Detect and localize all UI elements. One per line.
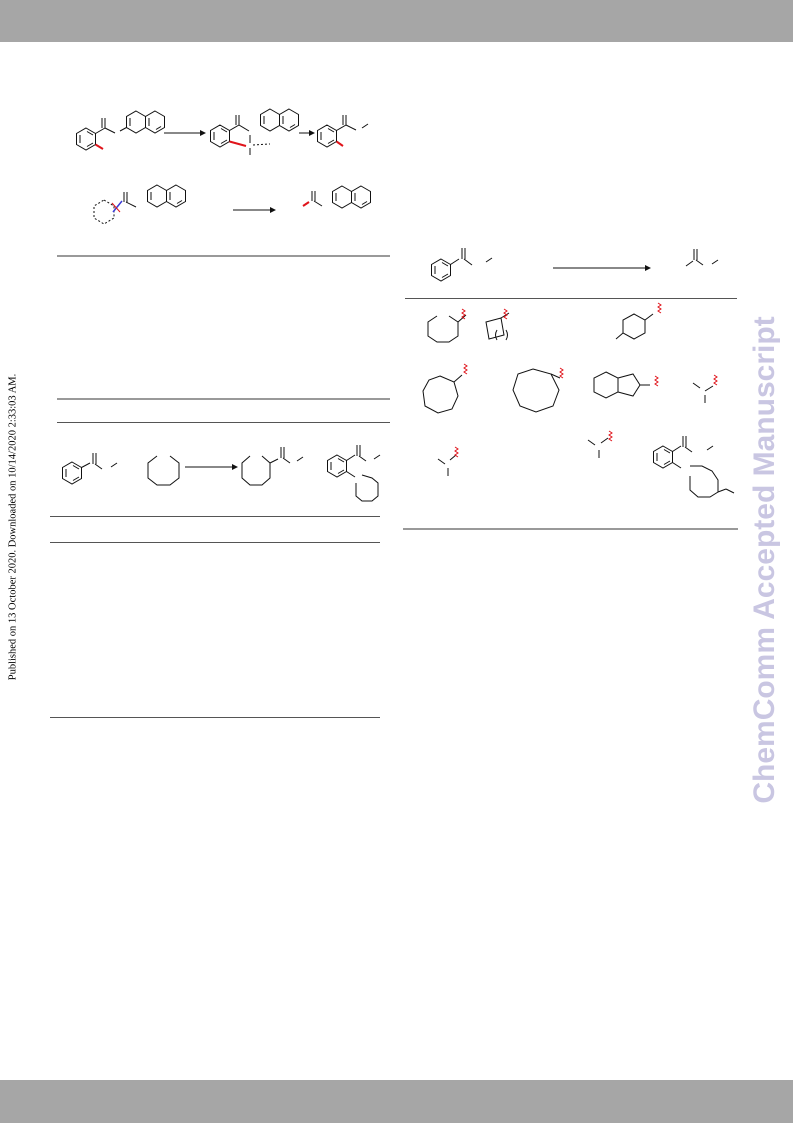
entry-azepane <box>422 363 468 414</box>
entry-piperazine-product <box>653 436 735 498</box>
table1-mid-rule <box>50 516 380 517</box>
table1-bottom-rule <box>50 717 380 718</box>
scheme1-substrate <box>76 110 165 151</box>
header-band <box>0 0 793 42</box>
table2-header-rule <box>405 298 737 299</box>
table1-arrow <box>185 464 238 470</box>
entry-dibutylamine <box>587 430 613 458</box>
table2-product <box>685 249 719 267</box>
entry-dimethylamine <box>437 446 459 476</box>
scheme1-intermediate <box>210 108 299 155</box>
scheme1-arrow-1 <box>164 130 206 136</box>
entry-diethylamine <box>692 374 718 403</box>
entry-azetidine <box>485 308 510 341</box>
table2-bottom-rule <box>403 528 738 530</box>
scheme1-divider <box>57 255 390 257</box>
entry-methylpiperidine <box>615 302 662 340</box>
scheme1-product <box>317 115 369 148</box>
table1-reactant-amine <box>147 455 180 486</box>
entry-azocane <box>512 367 564 413</box>
table2-arrow <box>553 265 651 271</box>
table1-reactant-amide <box>62 453 118 485</box>
scheme1-cleavage-product <box>302 185 371 209</box>
table1-product <box>241 447 304 486</box>
footer-band <box>0 1080 793 1123</box>
table1-side-product <box>327 445 381 502</box>
table1-sub-rule <box>50 542 380 543</box>
entry-isoindoline <box>593 371 659 399</box>
scheme1-cleavage-substrate <box>93 184 186 225</box>
scheme1-arrow-3 <box>233 207 276 213</box>
table1-top-rule <box>57 398 390 400</box>
table1-header-rule <box>57 422 390 423</box>
table2-reactant <box>431 248 493 282</box>
entry-piperidine <box>427 308 467 343</box>
scheme1-arrow-2 <box>299 130 315 136</box>
